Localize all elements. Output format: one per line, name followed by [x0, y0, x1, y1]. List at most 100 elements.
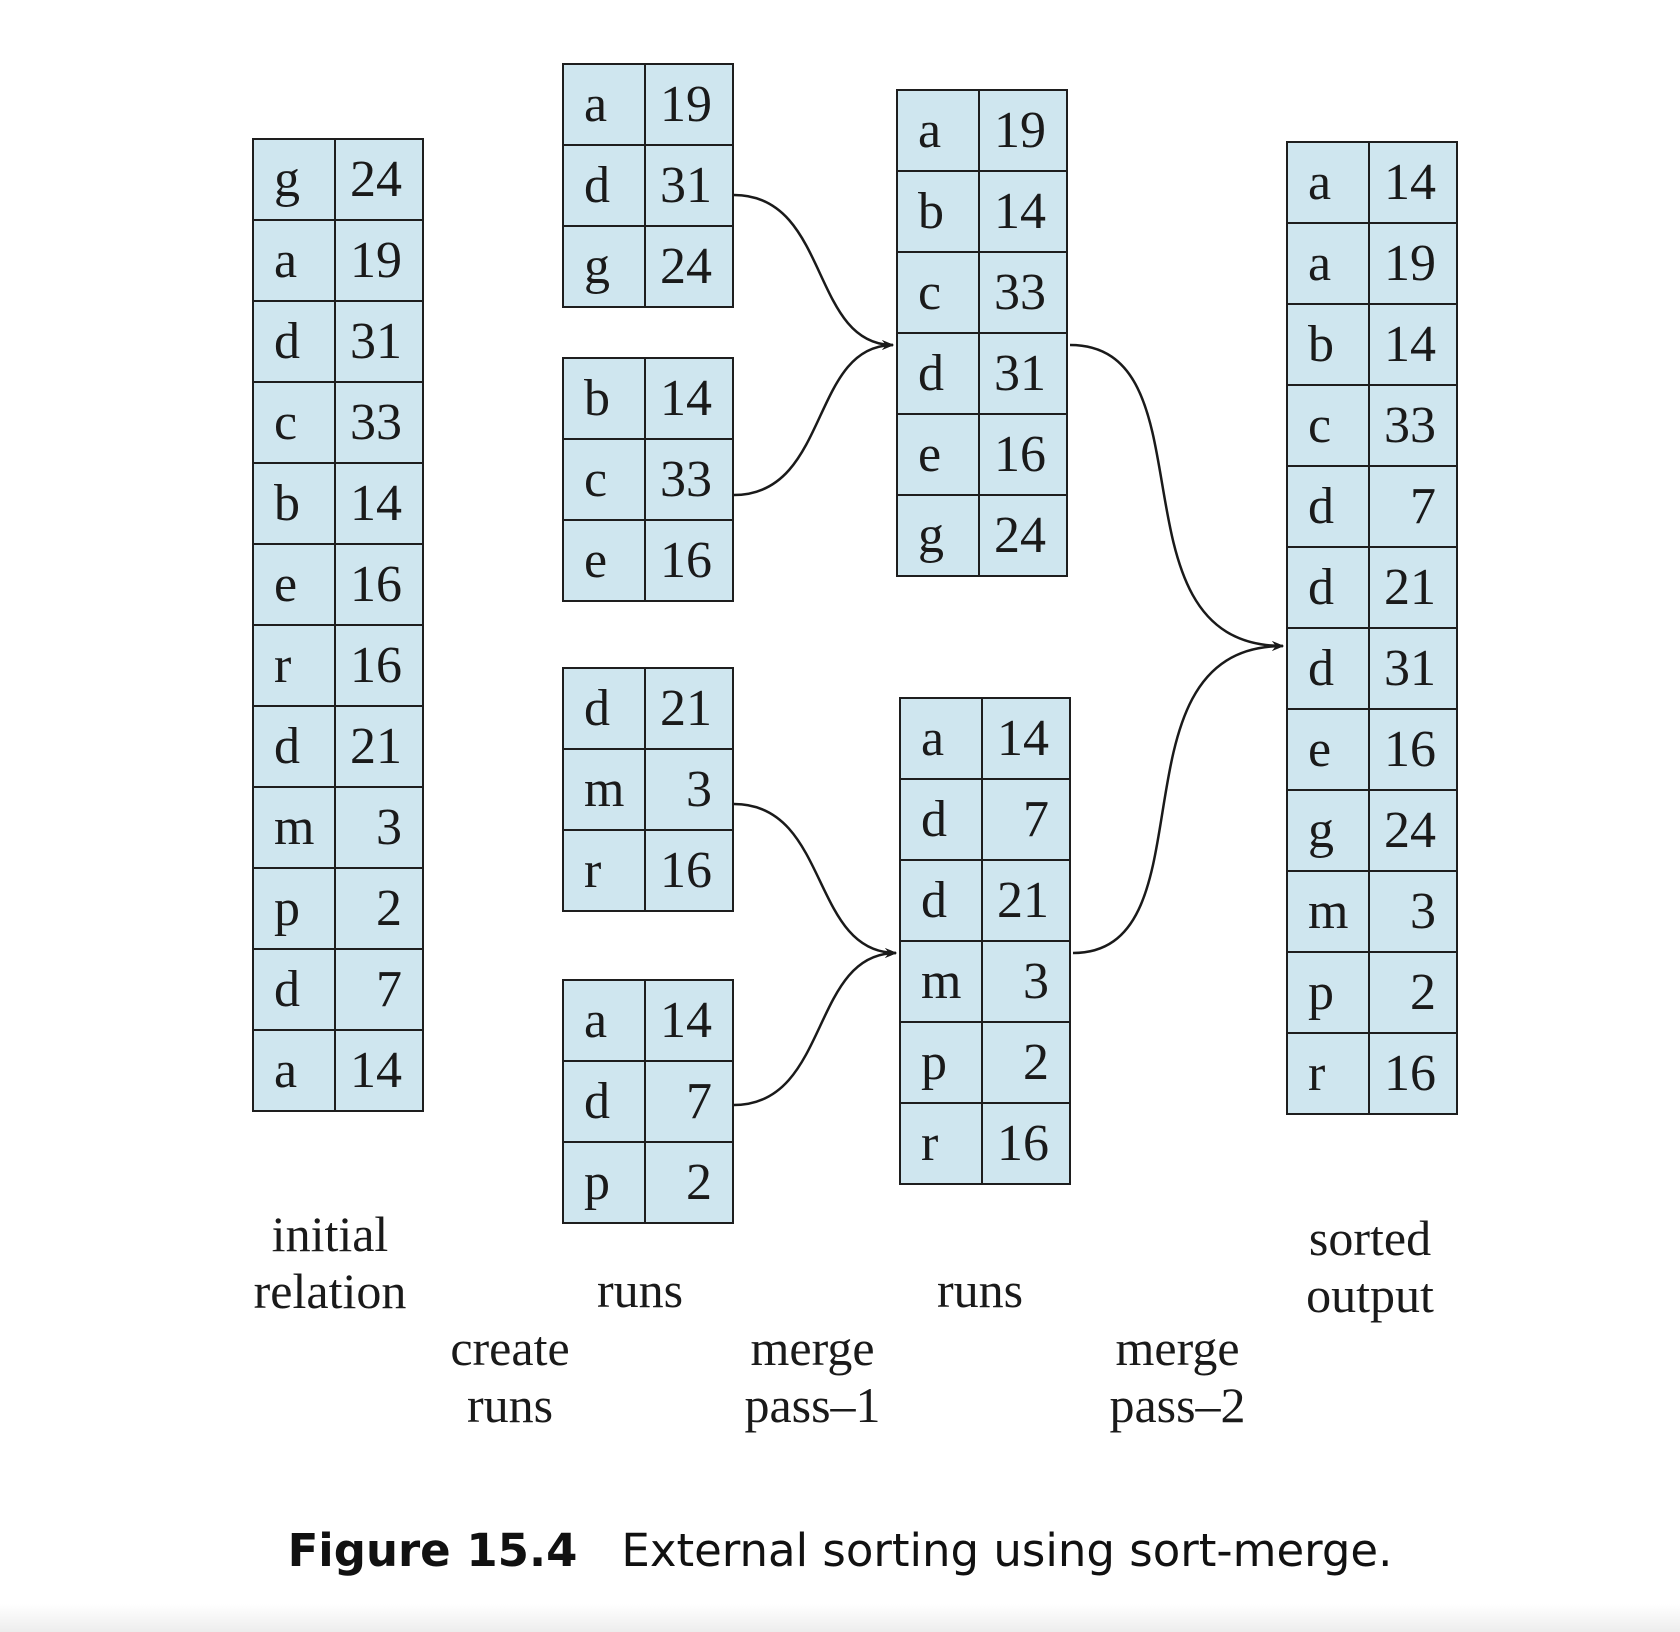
key-cell: c: [896, 251, 980, 334]
figure-caption-text: External sorting using sort-merge.: [621, 1524, 1393, 1577]
key-cell: p: [899, 1021, 983, 1104]
value-cell: 21: [334, 705, 424, 788]
key-cell: r: [1286, 1032, 1370, 1115]
value-cell: 33: [644, 438, 734, 521]
key-cell: b: [896, 170, 980, 253]
value-cell: 24: [1368, 789, 1458, 872]
key-cell: b: [1286, 303, 1370, 386]
key-cell: m: [899, 940, 983, 1023]
key-cell: a: [252, 219, 336, 302]
value-cell: 14: [644, 357, 734, 440]
key-cell: d: [562, 1060, 646, 1143]
value-cell: 19: [644, 63, 734, 146]
value-cell: 31: [978, 332, 1068, 415]
key-cell: b: [252, 462, 336, 545]
label-line: sorted: [1308, 1210, 1432, 1266]
value-cell: 33: [334, 381, 424, 464]
key-cell: e: [896, 413, 980, 496]
value-cell: 33: [1368, 384, 1458, 467]
value-cell: 19: [1368, 222, 1458, 305]
value-cell: 7: [644, 1060, 734, 1143]
key-cell: a: [899, 697, 983, 780]
value-cell: 3: [1368, 870, 1458, 953]
value-cell: 16: [334, 543, 424, 626]
arrow-run1-to-merged1: [733, 193, 894, 350]
key-cell: g: [896, 494, 980, 577]
key-cell: c: [252, 381, 336, 464]
value-cell: 14: [978, 170, 1068, 253]
key-cell: d: [252, 705, 336, 788]
label-line: runs: [466, 1377, 554, 1433]
value-cell: 2: [1368, 951, 1458, 1034]
key-cell: d: [1286, 465, 1370, 548]
key-cell: p: [252, 867, 336, 950]
arrow-merged1-to-output: [1069, 343, 1284, 651]
value-cell: 21: [644, 667, 734, 750]
key-cell: g: [562, 225, 646, 308]
value-cell: 14: [644, 979, 734, 1062]
key-cell: r: [252, 624, 336, 707]
key-cell: e: [252, 543, 336, 626]
key-cell: a: [562, 63, 646, 146]
value-cell: 16: [644, 519, 734, 602]
value-cell: 14: [1368, 141, 1458, 224]
label-line: pass–1: [744, 1377, 881, 1433]
value-cell: 3: [644, 748, 734, 831]
key-cell: e: [562, 519, 646, 602]
value-cell: 16: [1368, 708, 1458, 791]
arrow-run3-to-merged2: [733, 802, 897, 958]
label-line: runs: [596, 1262, 684, 1318]
value-cell: 16: [981, 1102, 1071, 1185]
key-cell: d: [562, 144, 646, 227]
key-cell: c: [562, 438, 646, 521]
key-cell: d: [1286, 627, 1370, 710]
label-line: initial: [271, 1206, 389, 1262]
key-cell: a: [896, 89, 980, 172]
value-cell: 21: [981, 859, 1071, 942]
value-cell: 24: [334, 138, 424, 221]
value-cell: 2: [981, 1021, 1071, 1104]
value-cell: 7: [334, 948, 424, 1031]
value-cell: 3: [981, 940, 1071, 1023]
value-cell: 16: [644, 829, 734, 912]
label-line: merge: [750, 1320, 875, 1376]
key-cell: r: [562, 829, 646, 912]
value-cell: 14: [981, 697, 1071, 780]
label-runs-2: runs: [900, 1262, 1060, 1319]
arrow-merged2-to-output: [1072, 641, 1284, 955]
key-cell: d: [899, 778, 983, 861]
